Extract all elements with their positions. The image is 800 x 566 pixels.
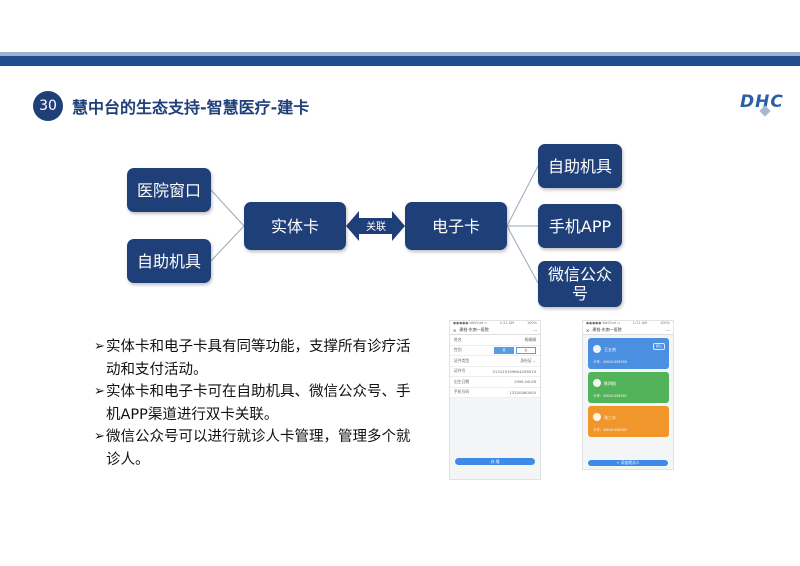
form-row-birth-date[interactable]: 出生日期 1995-06-08	[450, 377, 540, 388]
top-band	[0, 56, 800, 66]
bullet-item: ➢ 微信公众号可以进行就诊人卡管理，管理多个就诊人。	[94, 426, 424, 471]
phone-screenshot-card-list: ●●●●● WeChat ≈ 1:21 AM 100% ✕ 建档-东南一医院 ·…	[582, 320, 674, 470]
patient-card[interactable]: 张三丰 卡号：36001458362	[588, 406, 669, 437]
more-icon[interactable]: ···	[666, 327, 670, 333]
top-band-light	[0, 52, 800, 56]
node-hospital-window: 医院窗口	[127, 168, 211, 212]
bullet-item: ➢ 实体卡和电子卡可在自助机具、微信公众号、手机APP渠道进行双卡关联。	[94, 381, 424, 426]
phone-status-bar: ●●●●● WeChat ≈ 1:21 AM 100%	[450, 321, 540, 326]
form-row-phone[interactable]: 手机号码 13320060000	[450, 387, 540, 398]
connector-line	[210, 189, 245, 227]
page-number-badge: 30	[33, 91, 63, 121]
gender-option-male[interactable]: 男	[494, 346, 514, 354]
form-row-name[interactable]: 姓名 杨娟娟	[450, 335, 540, 346]
node-mobile-app: 手机APP	[538, 204, 622, 248]
node-wechat-account: 微信公众号	[538, 261, 622, 307]
bullet-arrow-icon: ➢	[94, 384, 105, 399]
company-logo: DHC	[740, 92, 784, 112]
patient-card[interactable]: 陈四航 卡号：36001458361	[588, 372, 669, 403]
node-self-service-right: 自助机具	[538, 144, 622, 188]
phone-nav-bar: ✕ 建档-东南一医院 ···	[450, 326, 540, 335]
phone-nav-bar: ✕ 建档-东南一医院 ···	[583, 326, 673, 335]
bullet-item: ➢ 实体卡和电子卡具有同等功能，支撑所有诊疗活动和支付活动。	[94, 336, 424, 381]
bullet-arrow-icon: ➢	[94, 429, 105, 444]
form-row-gender: 性别 男 女	[450, 345, 540, 356]
connector-line	[210, 225, 245, 262]
connector-line	[506, 165, 539, 227]
phone-status-bar: ●●●●● WeChat ≈ 1:21 AM 100%	[583, 321, 673, 326]
relate-double-arrow	[346, 211, 405, 241]
more-icon[interactable]: ···	[533, 327, 537, 333]
phone-screenshot-registration: ●●●●● WeChat ≈ 1:21 AM 100% ✕ 建档-东南一医院 ·…	[449, 320, 541, 480]
default-badge: 默认	[653, 343, 665, 350]
patient-card[interactable]: 王五哈 默认 卡号：36001458360	[588, 338, 669, 369]
gender-toggle[interactable]: 男 女	[494, 346, 536, 354]
bullet-arrow-icon: ➢	[94, 339, 105, 354]
close-icon[interactable]: ✕	[453, 327, 457, 333]
relate-label: 关联	[366, 222, 386, 233]
node-self-service-left: 自助机具	[127, 239, 211, 283]
close-icon[interactable]: ✕	[586, 327, 590, 333]
node-physical-card: 实体卡	[244, 202, 346, 250]
form-row-id-type[interactable]: 证件类型 身份证 ⌄	[450, 356, 540, 367]
connector-line	[506, 225, 539, 284]
bullet-list: ➢ 实体卡和电子卡具有同等功能，支撑所有诊疗活动和支付活动。 ➢ 实体卡和电子卡…	[94, 336, 424, 471]
node-electronic-card: 电子卡	[405, 202, 507, 250]
avatar-icon	[593, 379, 601, 387]
gender-option-female[interactable]: 女	[516, 346, 536, 354]
add-patient-button[interactable]: + 添加就诊人	[588, 460, 668, 466]
submit-button[interactable]: 办 理	[455, 458, 535, 465]
avatar-icon	[593, 345, 601, 353]
avatar-icon	[593, 413, 601, 421]
page-title: 慧中台的生态支持-智慧医疗-建卡	[72, 98, 310, 117]
form-row-id-number[interactable]: 证件号 513125199604206519	[450, 366, 540, 377]
